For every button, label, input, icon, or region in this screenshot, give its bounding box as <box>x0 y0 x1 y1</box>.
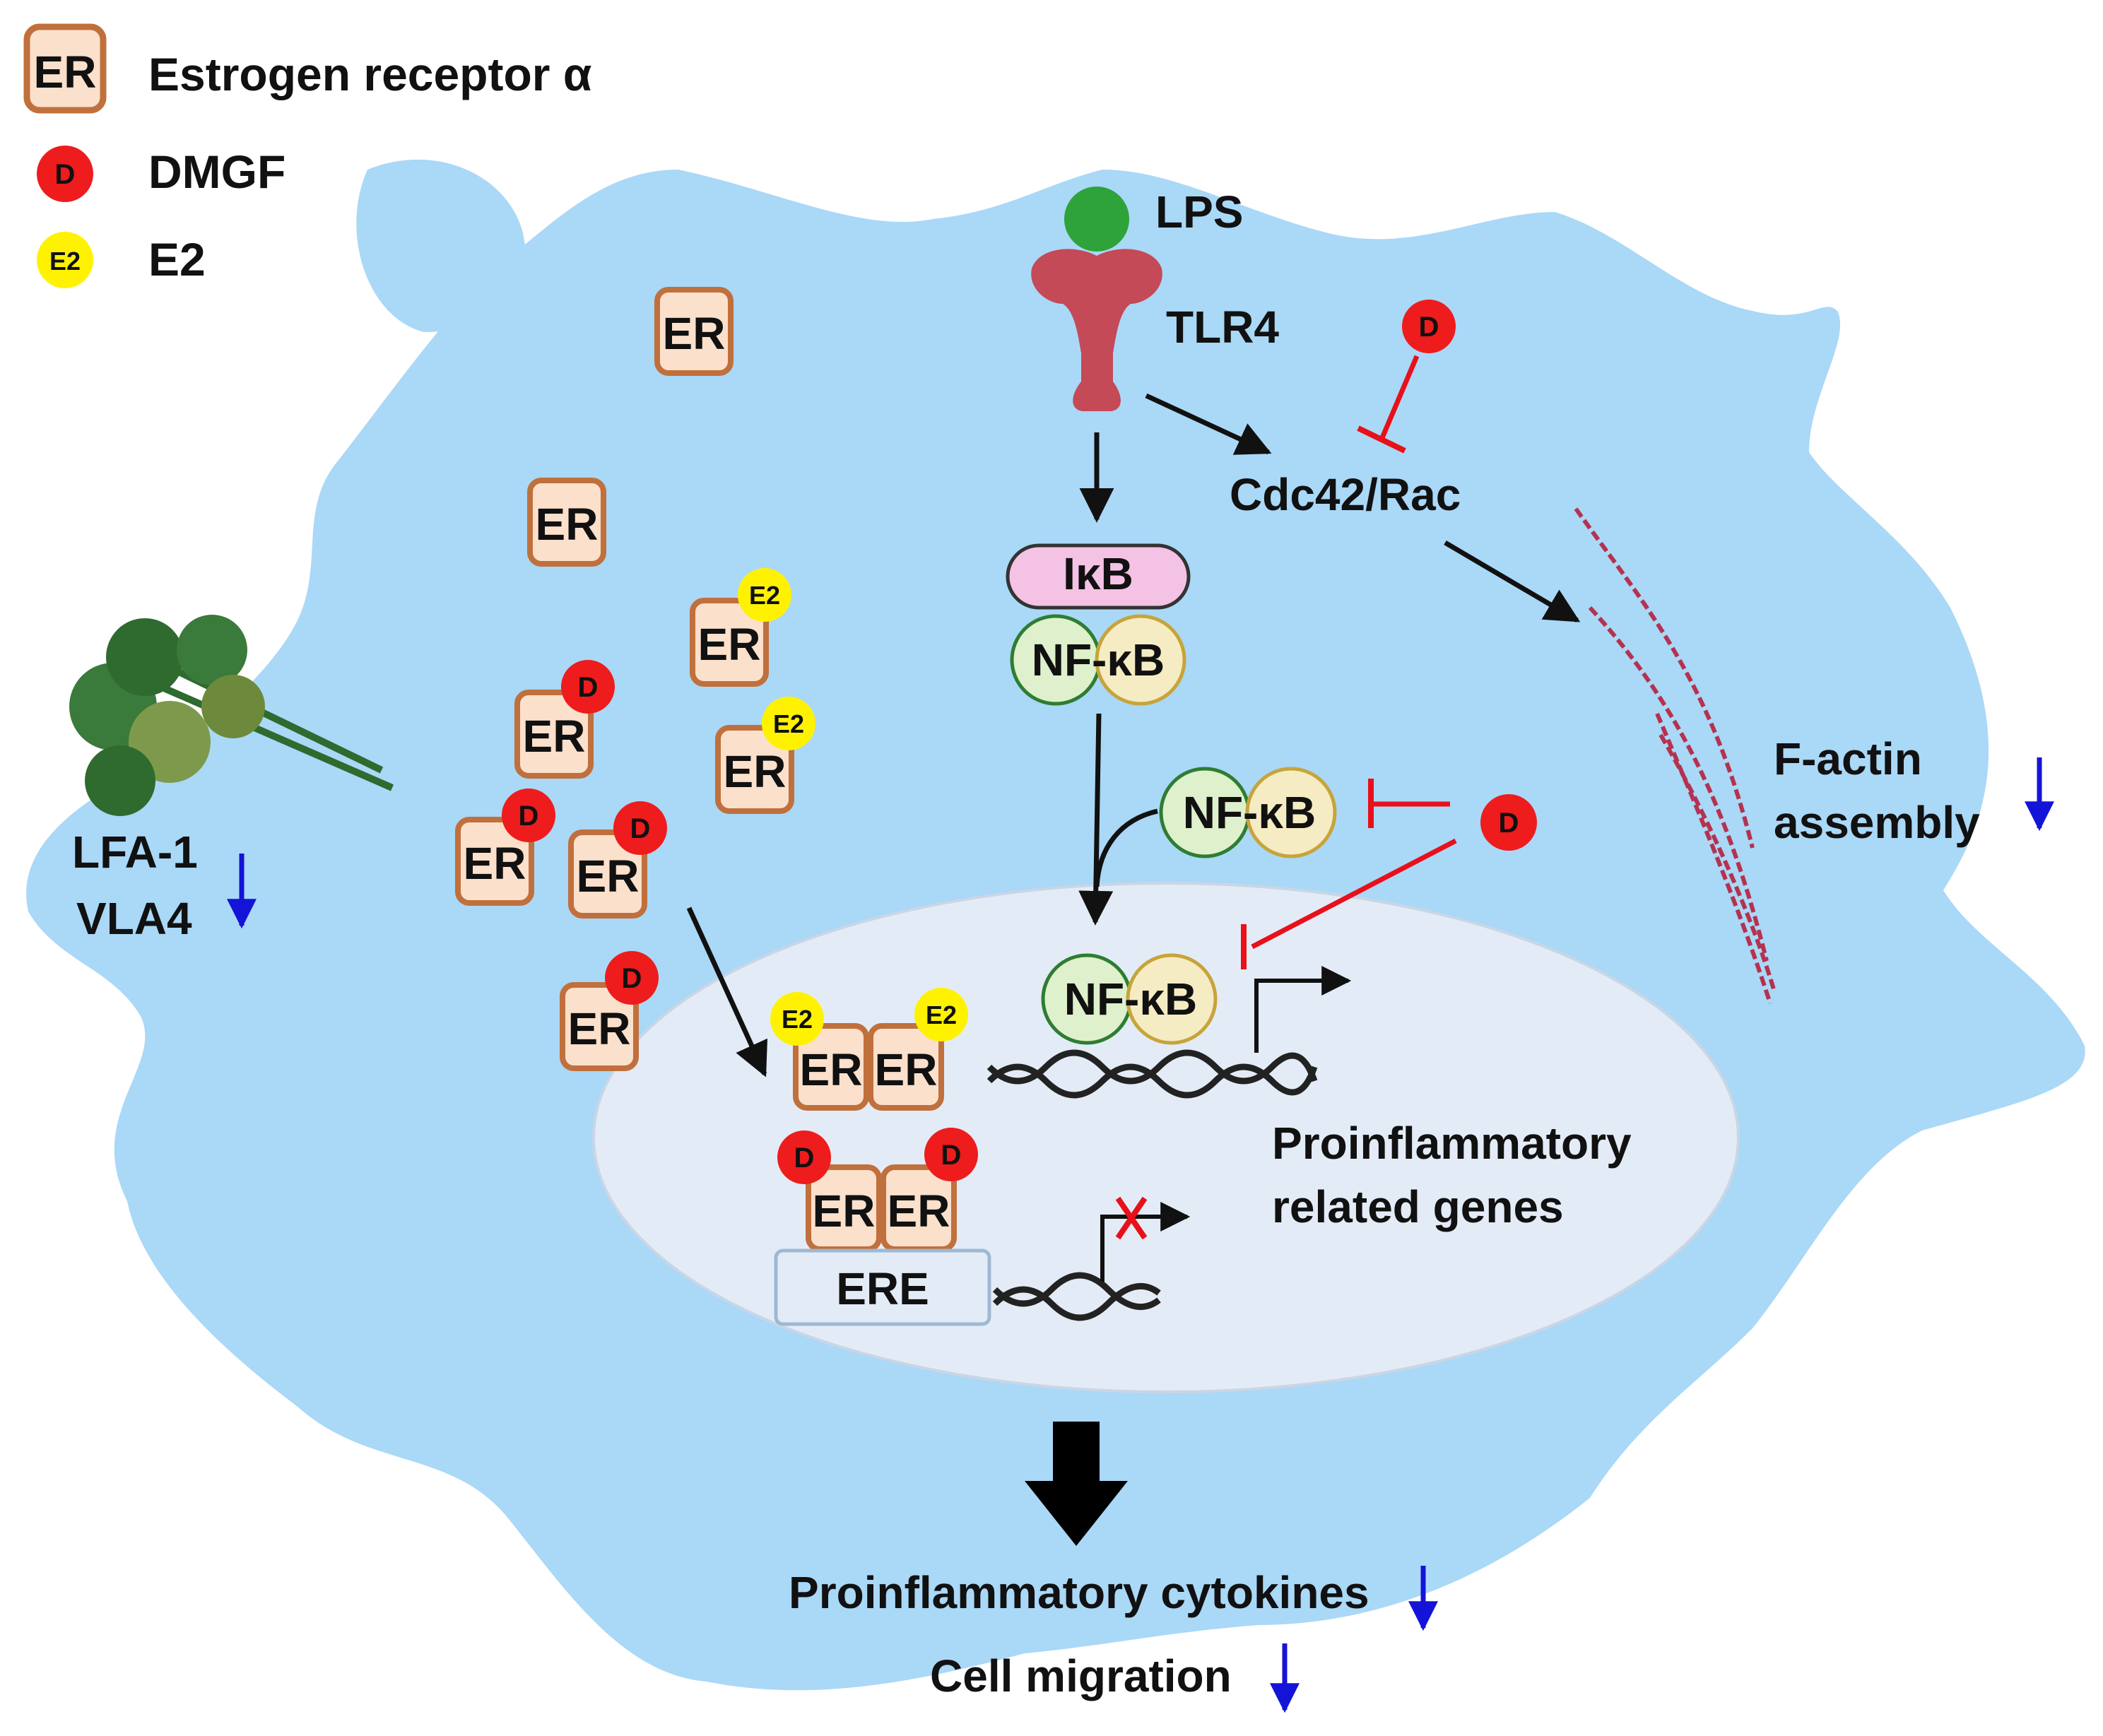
cell-pseudopod <box>356 159 526 332</box>
ikb-label: IκB <box>1063 548 1133 599</box>
lps-molecule <box>1064 187 1129 252</box>
ere-box <box>774 1248 991 1326</box>
nfkb-label-3: NF-κB <box>1064 974 1198 1025</box>
nfkb-merge-curve <box>1094 808 1158 887</box>
cdc42-to-factin-arrow <box>1444 540 1581 623</box>
dmgf-cdc42-inhibitor <box>1402 300 1456 353</box>
cdc42-label: Cdc42/Rac <box>1230 469 1461 520</box>
outcome-big-arrow <box>1025 1422 1128 1546</box>
ikb-nfkb-complex: IκB NF-κB <box>1006 543 1191 706</box>
er-dmgf-complex-3: ER D <box>568 801 667 919</box>
legend-e2-symbol-text: E2 <box>49 247 81 276</box>
tlr4-receptor: LPS TLR4 <box>1031 187 1279 411</box>
svg-text:D: D <box>578 672 599 703</box>
legend-dmgf-symbol-text: D <box>55 159 76 190</box>
svg-text:D: D <box>622 963 642 994</box>
er-dmgf-complex-4: ER D <box>560 951 659 1071</box>
factin-label-line2: assembly <box>1774 797 1980 848</box>
svg-text:D: D <box>941 1140 962 1171</box>
transcription-blocked-icon <box>1115 1196 1148 1240</box>
er-to-nucleus-arrow <box>686 907 768 1077</box>
svg-text:D: D <box>630 813 651 844</box>
nfkb-free: NF-κB <box>1159 767 1337 858</box>
nfkb-nuclear: NF-κB <box>1041 953 1218 1045</box>
svg-text:ER: ER <box>724 746 787 797</box>
legend-er-label: Estrogen receptor α <box>148 48 591 100</box>
dna-strand-1 <box>986 1049 1318 1099</box>
legend-e2-symbol <box>37 232 93 288</box>
svg-text:ER: ER <box>888 1186 950 1236</box>
legend-dmgf-symbol <box>37 146 93 202</box>
ere-label: ERE <box>836 1263 929 1314</box>
er-dmgf-complex-2: ER D <box>455 789 555 906</box>
er-free-2: ER <box>527 478 606 567</box>
blocked-transcription-arrow <box>1100 1202 1191 1282</box>
svg-text:ER: ER <box>800 1044 863 1095</box>
svg-text:ER: ER <box>875 1044 938 1095</box>
svg-text:ER: ER <box>536 499 599 550</box>
legend: ER Estrogen receptor α D DMGF E2 E2 <box>23 23 591 288</box>
svg-text:E2: E2 <box>773 709 804 738</box>
transcription-start-arrow <box>1254 966 1352 1053</box>
tlr4-to-cdc42-arrow <box>1145 393 1272 455</box>
f-actin-filaments <box>1574 507 1776 1004</box>
svg-text:ER: ER <box>698 619 761 670</box>
er-e2-complex-1: ER E2 <box>690 568 791 687</box>
svg-text:D: D <box>794 1142 815 1174</box>
tlr4-label: TLR4 <box>1166 302 1279 353</box>
ikb-box <box>1006 543 1191 610</box>
er-dmgf-dimer: ER ER D D <box>777 1128 978 1252</box>
svg-text:D: D <box>519 801 539 832</box>
er-e2-dimer: ER ER E2 E2 <box>770 988 968 1111</box>
svg-text:E2: E2 <box>782 1005 813 1034</box>
svg-text:ER: ER <box>464 838 526 889</box>
dmgf-nfkb-inhibitor-text: D <box>1499 808 1519 839</box>
svg-text:ER: ER <box>523 711 586 762</box>
lfa1-label: LFA-1 <box>72 827 198 878</box>
dmgf-cdc42-inhibitor-text: D <box>1419 312 1439 343</box>
tlr4-icon <box>1031 249 1162 411</box>
er-e2-complex-2: ER E2 <box>715 697 815 814</box>
genes-label-line1: Proinflammatory <box>1272 1118 1632 1169</box>
er-free-1: ER <box>654 287 734 376</box>
legend-dmgf-label: DMGF <box>148 146 285 198</box>
lps-label: LPS <box>1155 187 1243 237</box>
svg-text:ER: ER <box>568 1003 631 1054</box>
cdc42-inhibition-line <box>1379 355 1420 441</box>
er-dmgf-complex-1: ER D <box>514 660 615 779</box>
cdc42-inhibition-bar <box>1357 425 1406 454</box>
dna-strand-2 <box>992 1272 1161 1321</box>
cytokines-label: Proinflammatory cytokines <box>789 1567 1369 1618</box>
svg-text:ER: ER <box>577 851 640 902</box>
legend-e2-label: E2 <box>148 233 206 285</box>
genes-label-line2: related genes <box>1272 1181 1564 1232</box>
nfkb-label-1: NF-κB <box>1032 634 1165 685</box>
nuclear-nfkb-inhibition-line <box>1251 838 1457 950</box>
dmgf-nfkb-inhibitor <box>1480 794 1537 851</box>
migration-label: Cell migration <box>930 1651 1232 1701</box>
svg-text:E2: E2 <box>749 581 780 610</box>
vla4-label: VLA4 <box>76 893 192 944</box>
legend-er-symbol-text: ER <box>34 47 97 98</box>
nfkb-translocation-arrow <box>1078 713 1114 926</box>
factin-label-line1: F-actin <box>1774 733 1922 784</box>
integrin-icon <box>69 615 394 816</box>
svg-text:ER: ER <box>663 308 726 359</box>
legend-er-symbol <box>23 23 107 114</box>
svg-text:ER: ER <box>813 1186 876 1236</box>
svg-text:E2: E2 <box>926 1000 957 1029</box>
nfkb-label-2: NF-κB <box>1183 787 1316 838</box>
